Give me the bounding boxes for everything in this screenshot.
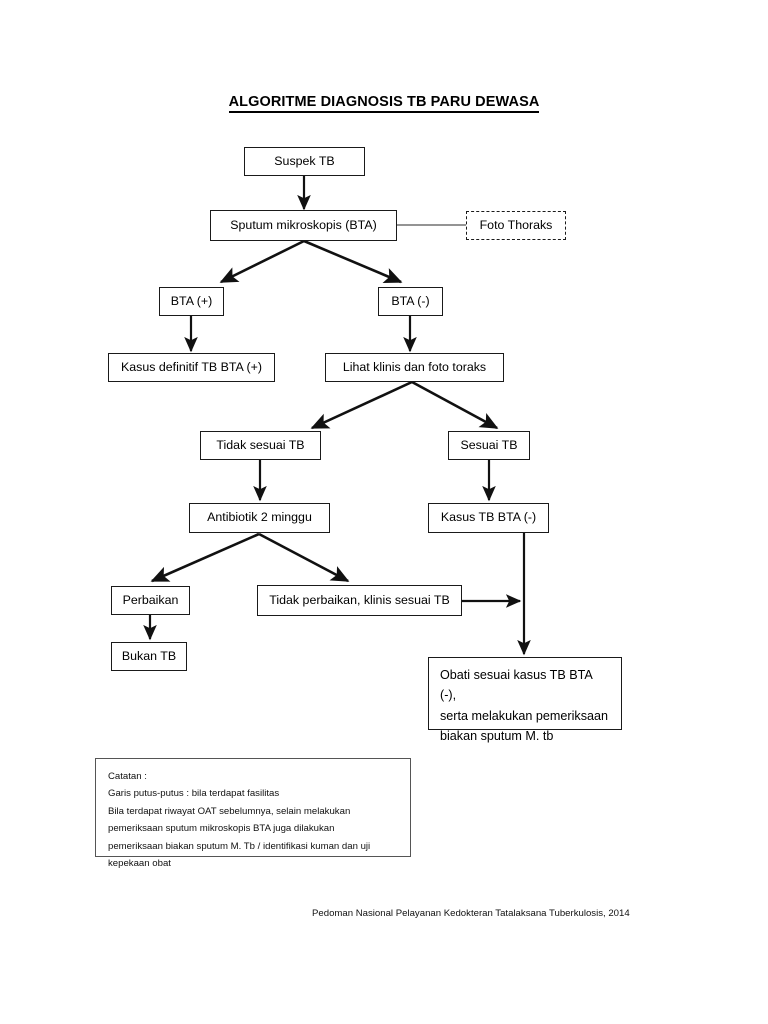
node-obati-sesuai-kasus[interactable]: Obati sesuai kasus TB BTA (-), serta mel… [428, 657, 622, 743]
edge-lihat-klinis-to-sesuai [411, 380, 499, 430]
node-bta-negatif[interactable]: BTA (-) [378, 287, 443, 316]
edge-antibiotik-to-perbaikan [150, 532, 260, 583]
node-kasus-definitif[interactable]: Kasus definitif TB BTA (+) [108, 353, 275, 382]
edge-sputum-to-bta-positif [219, 239, 305, 284]
node-foto-thoraks-label: Foto Thoraks [479, 217, 553, 232]
notes-line-2: Garis putus-putus : bila terdapat fasili… [108, 788, 280, 800]
notes-line-6: kepekaan obat [108, 858, 171, 870]
node-perbaikan-label: Perbaikan [122, 592, 179, 607]
node-kasus-definitif-label: Kasus definitif TB BTA (+) [120, 359, 263, 374]
node-tidak-sesuai-tb-label: Tidak sesuai TB [216, 437, 305, 452]
node-tidak-sesuai-tb[interactable]: Tidak sesuai TB [200, 431, 321, 460]
notes-line-4: pemeriksaan sputum mikroskopis BTA juga … [108, 823, 335, 835]
node-obati-line-1: Obati sesuai kasus TB BTA (-), [440, 668, 593, 703]
node-obati-line-3: biakan sputum M. tb [440, 729, 554, 744]
source-citation: Pedoman Nasional Pelayanan Kedokteran Ta… [312, 908, 630, 919]
node-suspek-tb[interactable]: Suspek TB [244, 147, 365, 176]
edge-lihat-klinis-to-tidak-sesuai [310, 380, 413, 430]
node-antibiotik-label: Antibiotik 2 minggu [207, 510, 312, 524]
node-suspek-tb-label: Suspek TB [274, 153, 335, 168]
node-tidak-perbaikan[interactable]: Tidak perbaikan, klinis sesuai TB [257, 585, 462, 616]
node-bukan-tb[interactable]: Bukan TB [111, 642, 187, 671]
notes-line-3: Bila terdapat riwayat OAT sebelumnya, se… [108, 805, 351, 817]
notes-line-5: pemeriksaan biakan sputum M. Tb / identi… [108, 840, 371, 852]
node-perbaikan[interactable]: Perbaikan [111, 586, 190, 615]
node-bta-positif-label: BTA (+) [170, 293, 213, 308]
node-kasus-tb-bta-negatif-label: Kasus TB BTA (-) [440, 510, 537, 524]
page-title: ALGORITME DIAGNOSIS TB PARU DEWASA [0, 94, 768, 113]
node-lihat-klinis[interactable]: Lihat klinis dan foto toraks [325, 353, 504, 382]
node-sputum-mikroskopis[interactable]: Sputum mikroskopis (BTA) [210, 210, 397, 241]
node-bta-positif[interactable]: BTA (+) [159, 287, 224, 316]
notes-box: Catatan : Garis putus-putus : bila terda… [95, 758, 411, 869]
edge-sputum-to-bta-negatif [303, 239, 403, 284]
node-tidak-perbaikan-label: Tidak perbaikan, klinis sesuai TB [269, 592, 450, 607]
node-bukan-tb-label: Bukan TB [121, 648, 177, 663]
node-lihat-klinis-label: Lihat klinis dan foto toraks [342, 359, 487, 374]
notes-line-1: Catatan : [108, 771, 147, 782]
node-sesuai-tb[interactable]: Sesuai TB [448, 431, 530, 460]
edge-antibiotik-to-tidak-perbaikan [258, 532, 350, 583]
node-sesuai-tb-label: Sesuai TB [460, 437, 518, 452]
node-bta-negatif-label: BTA (-) [391, 293, 430, 308]
source-citation-text: Pedoman Nasional Pelayanan Kedokteran Ta… [312, 908, 630, 919]
node-sputum-mikroskopis-label: Sputum mikroskopis (BTA) [230, 217, 377, 232]
page-title-text: ALGORITME DIAGNOSIS TB PARU DEWASA [228, 94, 540, 113]
node-foto-thoraks[interactable]: Foto Thoraks [466, 211, 566, 240]
node-kasus-tb-bta-negatif[interactable]: Kasus TB BTA (-) [428, 503, 549, 533]
node-obati-line-2: serta melakukan pemeriksaan [440, 708, 608, 723]
node-antibiotik[interactable]: Antibiotik 2 minggu [189, 503, 330, 533]
